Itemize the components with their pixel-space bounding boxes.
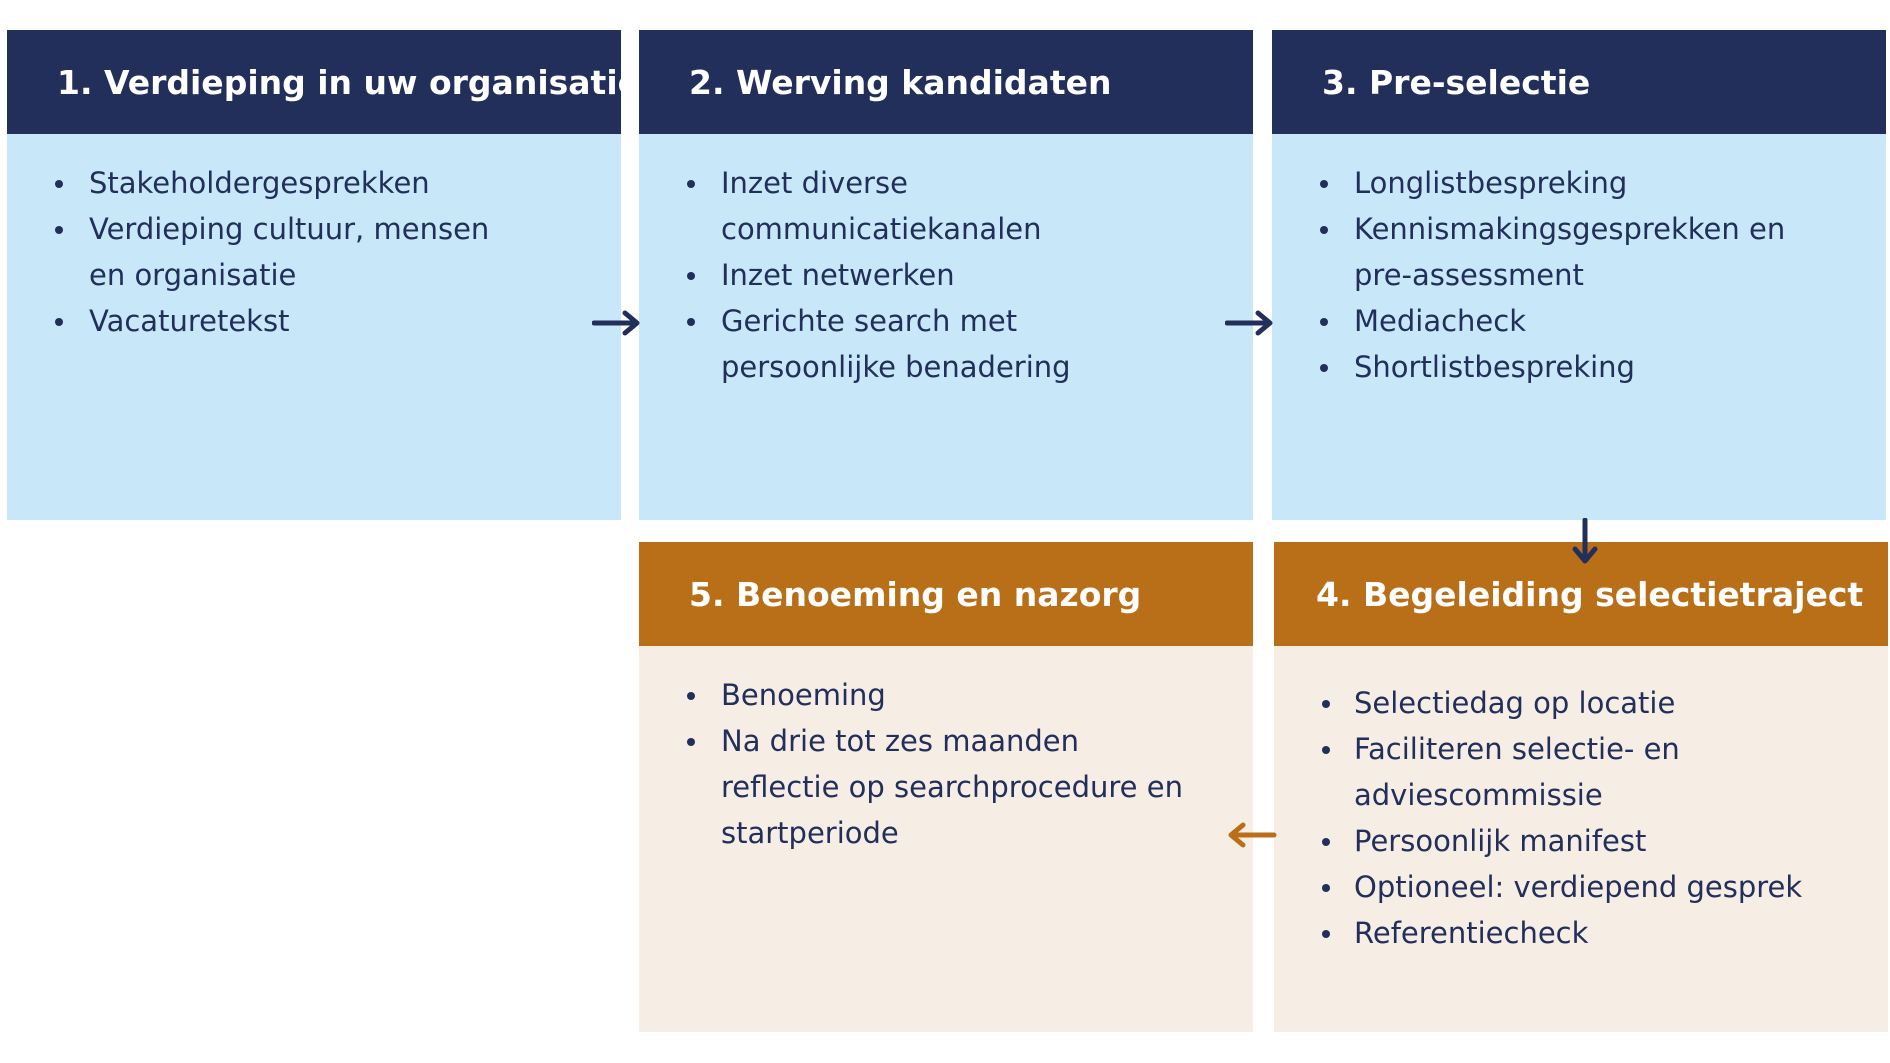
list-item: Inzet netwerken (639, 252, 1139, 298)
list-item: Gerichte search met persoonlijke benader… (639, 298, 1139, 390)
list-item: Kennismakingsgesprekken en pre-assessmen… (1272, 206, 1792, 298)
step-3-list: Longlistbespreking Kennismakingsgesprekk… (1272, 160, 1792, 390)
step-4-body: Selectiedag op locatie Faciliteren selec… (1274, 646, 1888, 1032)
list-item: Longlistbespreking (1272, 160, 1792, 206)
list-item: Vacaturetekst (7, 298, 527, 344)
step-4-card: 4. Begeleiding selectietraject Selectied… (1274, 542, 1888, 1032)
list-item: Benoeming (639, 672, 1199, 718)
list-item: Verdieping cultuur, mensen en organisati… (7, 206, 527, 298)
step-2-title: 2. Werving kandidaten (639, 30, 1253, 134)
arrow-left-icon (1228, 822, 1277, 848)
step-5-list: Benoeming Na drie tot zes maanden reflec… (639, 672, 1199, 856)
step-1-card: 1. Verdieping in uw organisatie Stakehol… (7, 30, 640, 520)
list-item: Inzet diverse communicatiekanalen (639, 160, 1139, 252)
step-2-card: 2. Werving kandidaten Inzet diverse comm… (639, 30, 1253, 520)
step-5-body: Benoeming Na drie tot zes maanden reflec… (639, 646, 1253, 1032)
arrow-down-icon (1572, 518, 1598, 564)
list-item: Referentiecheck (1274, 910, 1834, 956)
step-1-body: Stakeholdergesprekken Verdieping cultuur… (7, 134, 621, 520)
list-item: Mediacheck (1272, 298, 1792, 344)
step-4-list: Selectiedag op locatie Faciliteren selec… (1274, 680, 1834, 956)
list-item: Optioneel: verdiepend gesprek (1274, 864, 1834, 910)
arrow-right-icon (592, 310, 640, 336)
step-3-title: 3. Pre-selectie (1272, 30, 1886, 134)
arrow-right-icon (1225, 310, 1273, 336)
step-2-body: Inzet diverse communicatiekanalen Inzet … (639, 134, 1253, 520)
list-item: Stakeholdergesprekken (7, 160, 527, 206)
step-2-list: Inzet diverse communicatiekanalen Inzet … (639, 160, 1139, 390)
list-item: Faciliteren selectie- en adviescommissie (1274, 726, 1834, 818)
list-item: Shortlistbespreking (1272, 344, 1792, 390)
list-item: Persoonlijk manifest (1274, 818, 1834, 864)
list-item: Selectiedag op locatie (1274, 680, 1834, 726)
step-5-card: 5. Benoeming en nazorg Benoeming Na drie… (639, 542, 1253, 1032)
step-5-title: 5. Benoeming en nazorg (639, 542, 1253, 646)
list-item: Na drie tot zes maanden reflectie op sea… (639, 718, 1199, 856)
step-1-list: Stakeholdergesprekken Verdieping cultuur… (7, 160, 527, 344)
step-3-card: 3. Pre-selectie Longlistbespreking Kenni… (1272, 30, 1886, 520)
step-3-body: Longlistbespreking Kennismakingsgesprekk… (1272, 134, 1886, 520)
step-1-title: 1. Verdieping in uw organisatie (7, 30, 640, 134)
